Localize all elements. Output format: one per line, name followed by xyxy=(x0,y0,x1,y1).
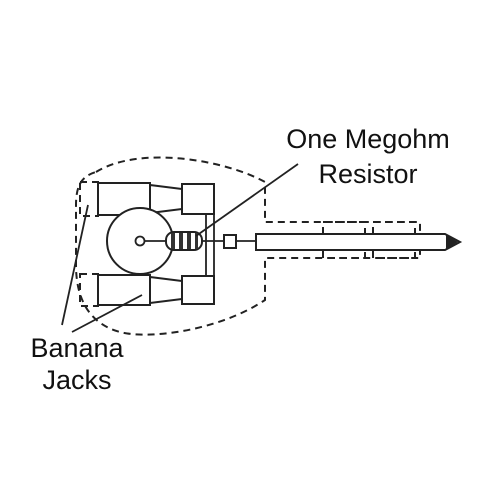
lead-ball xyxy=(134,235,146,247)
resistor-label-line2: Resistor xyxy=(318,159,417,189)
jacks-leader-line-lower xyxy=(71,294,143,333)
probe-connector xyxy=(223,234,237,249)
resistor-leader-line xyxy=(195,163,299,237)
jacks-leader-line-upper xyxy=(61,204,89,326)
probe-shaft xyxy=(255,233,463,251)
lower-banana-jack xyxy=(79,273,215,307)
jacks-label-line1: Banana xyxy=(30,333,124,363)
upper-banana-jack xyxy=(79,181,215,217)
resistor-label-line1: One Megohm xyxy=(286,124,450,154)
housing-outline xyxy=(75,156,421,336)
jacks-label-line2: Jacks xyxy=(42,365,111,395)
